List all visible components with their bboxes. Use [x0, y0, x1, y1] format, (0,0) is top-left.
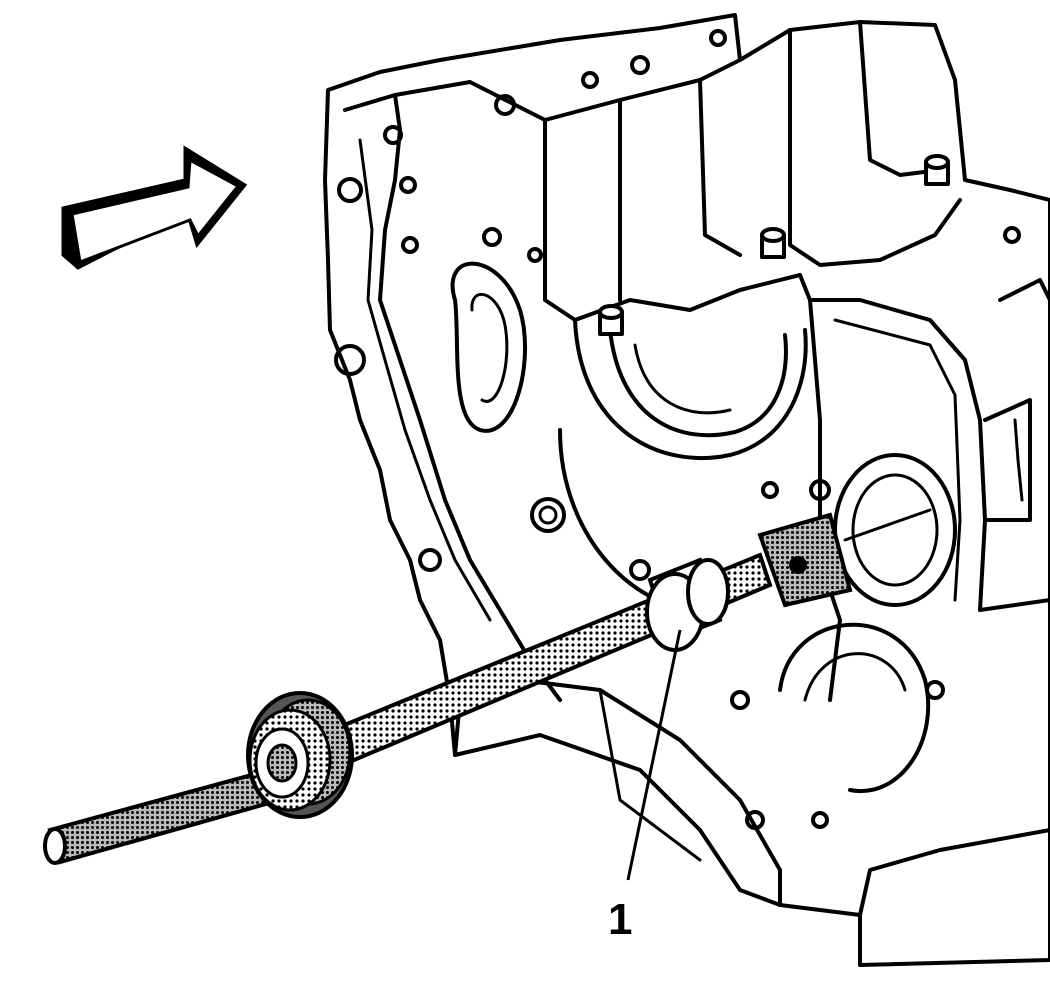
callout-1: 1 — [608, 629, 682, 944]
camshaft-bearing — [645, 557, 730, 652]
callout-label: 1 — [608, 895, 632, 944]
threaded-rod — [43, 767, 283, 865]
bearing-removal-tool — [43, 508, 932, 865]
dowel-pin — [598, 304, 624, 336]
tool-nut — [246, 691, 354, 819]
dowel-pin — [924, 154, 950, 186]
right-arrow-icon — [61, 145, 248, 270]
dowel-pin — [760, 227, 786, 259]
engine-block — [323, 13, 1050, 967]
bearing-expander-head — [757, 508, 932, 608]
